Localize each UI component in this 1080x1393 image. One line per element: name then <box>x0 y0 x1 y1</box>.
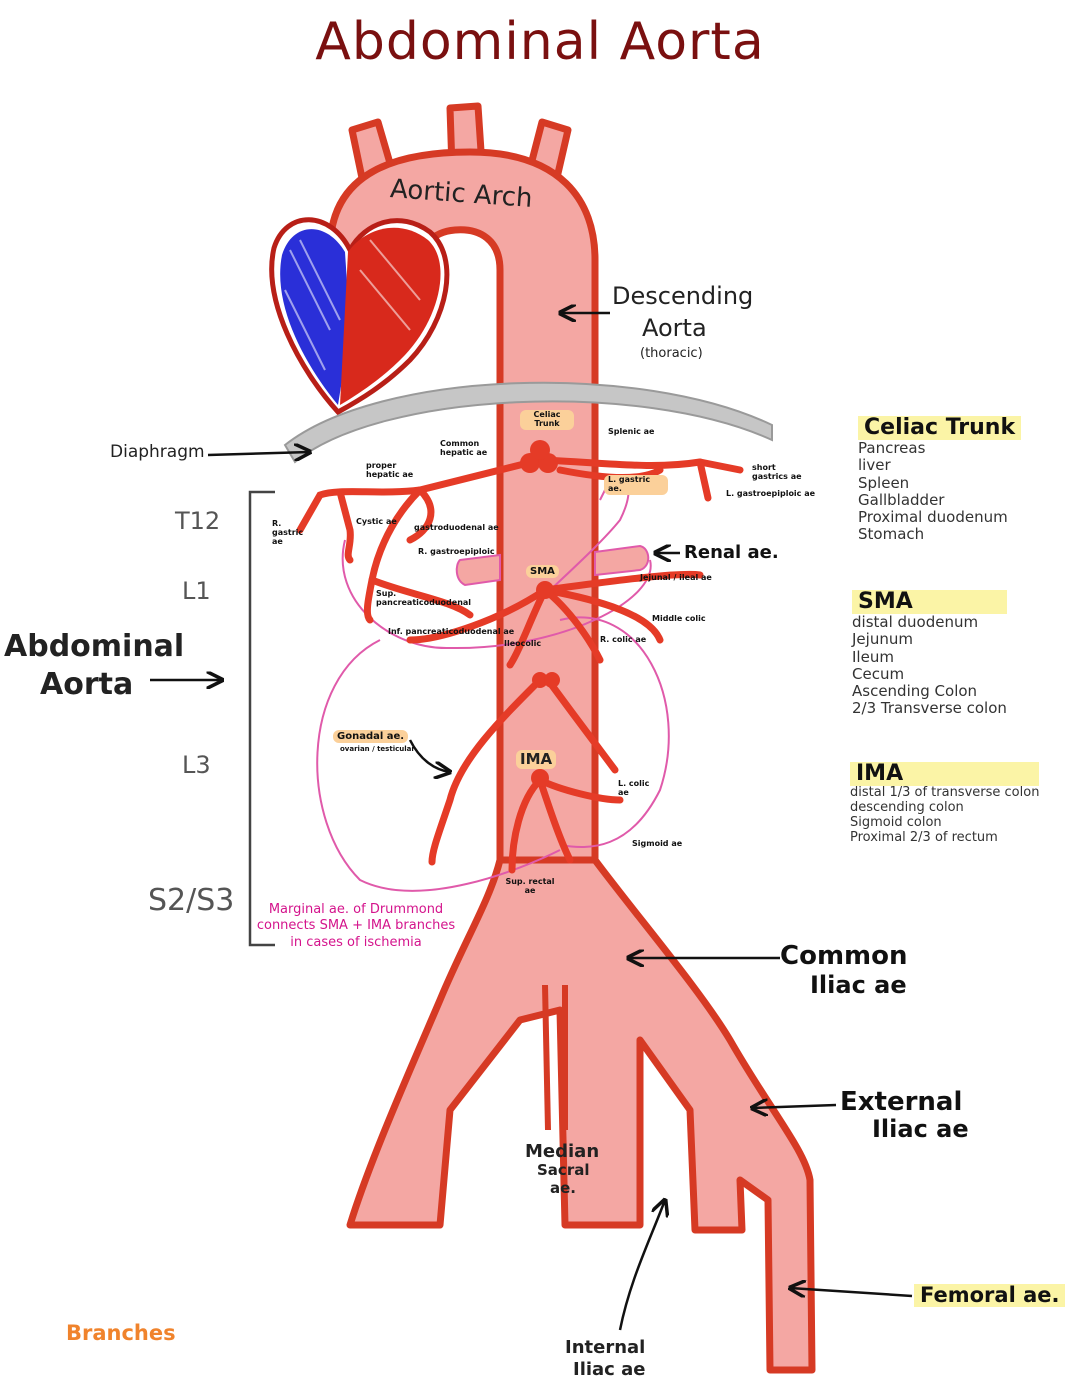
marginal-note-line1: Marginal ae. of Drummond <box>268 902 444 917</box>
legend-celiac-item: Pancreas <box>858 439 926 458</box>
legend-celiac-item: Stomach <box>858 525 925 544</box>
abdominal-aorta-label: Abdominal <box>4 629 185 664</box>
legend-celiac-item: Gallbladder <box>858 490 945 509</box>
descending-aorta-label-3: (thoracic) <box>640 346 703 361</box>
abdominal-aorta-label-2: Aorta <box>40 667 134 702</box>
sma-node <box>536 581 554 599</box>
celiac-trunk-tag: Celiac Trunk <box>520 410 574 430</box>
renal-label: Renal ae. <box>684 542 779 563</box>
median-sacral-label: Median <box>525 1141 600 1162</box>
legend-sma-heading: SMA <box>852 589 1007 615</box>
legend-sma-item: Cecum <box>852 664 905 683</box>
marginal-note-line2: connects SMA + IMA branches <box>256 918 456 934</box>
vertebral-bracket <box>248 490 275 947</box>
common-hepatic-label: Common hepatic ae <box>440 439 488 457</box>
branches-label: Branches <box>66 1321 176 1345</box>
celiac-branches <box>296 456 744 624</box>
gonadal-label: Gonadal ae. <box>333 730 409 743</box>
sma-branches <box>406 570 704 669</box>
legend-celiac-item: Proximal duodenum <box>858 508 1008 527</box>
l-gastric-label: L. gastric ae. <box>604 475 668 495</box>
median-sacral-label-3: ae. <box>550 1179 576 1197</box>
iliac-bifurcation <box>346 856 816 1374</box>
sup-rectal-label: Sup. rectal ae <box>505 877 555 895</box>
internal-iliac-label-2: Iliac ae <box>573 1359 646 1380</box>
common-iliac-label-2: Iliac ae <box>810 971 907 999</box>
l-colic-label: L. colic ae <box>618 779 650 797</box>
femoral-label: Femoral ae. <box>914 1283 1066 1308</box>
legend-ima-item: descending colon <box>850 800 964 816</box>
heart <box>269 217 450 416</box>
r-gastric-label: R. gastric ae <box>272 519 304 546</box>
median-sacral-label-2: Sacral <box>537 1161 590 1179</box>
legend-celiac-heading: Celiac Trunk <box>858 415 1022 441</box>
legend-sma-item: Ascending Colon <box>852 682 978 701</box>
vertebra-t12: T12 <box>175 507 221 535</box>
celiac-trunk-node <box>520 440 558 473</box>
jejunal-ileal-label: Jejunal / ileal ae <box>640 573 712 582</box>
ima-node <box>531 769 549 787</box>
marginal-note: Marginal ae. of Drummond connects SMA + … <box>256 902 456 951</box>
legend-sma-item: Jejunum <box>852 630 913 649</box>
legend-ima-item: distal 1/3 of transverse colon <box>850 785 1040 801</box>
ima-tag: IMA <box>516 750 557 769</box>
vertebra-s2-s3: S2/S3 <box>148 883 235 918</box>
l-gastroepiploic-label: L. gastroepiploic ae <box>726 489 816 498</box>
legend-sma-item: 2/3 Transverse colon <box>852 699 1007 718</box>
r-gastroepiploic-label: R. gastroepiploic <box>418 547 495 556</box>
gonadal-node <box>532 672 560 688</box>
marginal-artery-loops <box>316 475 670 892</box>
inf-pancreaticoduodenal-label: Inf. pancreaticoduodenal ae <box>388 627 515 636</box>
descending-aorta-label-2: Aorta <box>642 314 707 342</box>
gonadal-sublabel: ovarian / testicular <box>340 745 415 753</box>
diaphragm-label: Diaphragm <box>110 442 205 462</box>
legend-ima-heading: IMA <box>850 761 1040 787</box>
diaphragm-band <box>283 381 773 464</box>
middle-colic-label: Middle colic <box>652 614 706 623</box>
proper-hepatic-label: proper hepatic ae <box>366 461 414 479</box>
legend-sma: SMA distal duodenum Jejunum Ileum Cecum … <box>852 589 1007 718</box>
legend-sma-item: distal duodenum <box>852 613 979 632</box>
legend-ima-item: Proximal 2/3 of rectum <box>850 830 998 845</box>
legend-sma-item: Ileum <box>852 647 894 666</box>
marginal-note-line3: in cases of ischemia <box>290 934 422 950</box>
page-title: Abdominal Aorta <box>315 12 765 72</box>
common-iliac-label: Common <box>780 941 908 971</box>
vertebra-l1: L1 <box>182 577 211 605</box>
legend-ima-item: Sigmoid colon <box>850 815 942 831</box>
descending-aorta-label: Descending <box>612 282 754 310</box>
short-gastric-label: short gastrics ae <box>752 463 802 481</box>
cystic-label: Cystic ae <box>356 517 397 526</box>
aortic-arch <box>326 148 599 884</box>
legend-celiac-item: Spleen <box>858 473 910 492</box>
gastroduodenal-label: gastroduodenal ae <box>414 523 499 532</box>
label-arrows <box>150 313 913 1331</box>
splenic-label: Splenic ae <box>608 427 655 436</box>
ileocolic-label: Ileocolic <box>504 639 542 648</box>
external-iliac-label: External <box>840 1087 963 1117</box>
external-iliac-label-2: Iliac ae <box>872 1115 969 1143</box>
sigmoid-label: Sigmoid ae <box>632 839 683 848</box>
internal-iliac-label: Internal <box>565 1337 646 1358</box>
renal-arteries <box>455 544 650 587</box>
legend-celiac-item: liver <box>858 456 891 475</box>
sup-pancreaticoduodenal-label: Sup. pancreaticoduodenal <box>376 589 472 607</box>
legend-celiac: Celiac Trunk Pancreas liver Spleen Gallb… <box>858 415 1022 544</box>
vertebra-l3: L3 <box>182 751 211 779</box>
r-colic-label: R. colic ae <box>600 635 647 644</box>
legend-ima: IMA distal 1/3 of transverse colon desce… <box>850 761 1040 846</box>
median-sacral-artery <box>542 984 568 1131</box>
sma-tag: SMA <box>526 565 559 578</box>
